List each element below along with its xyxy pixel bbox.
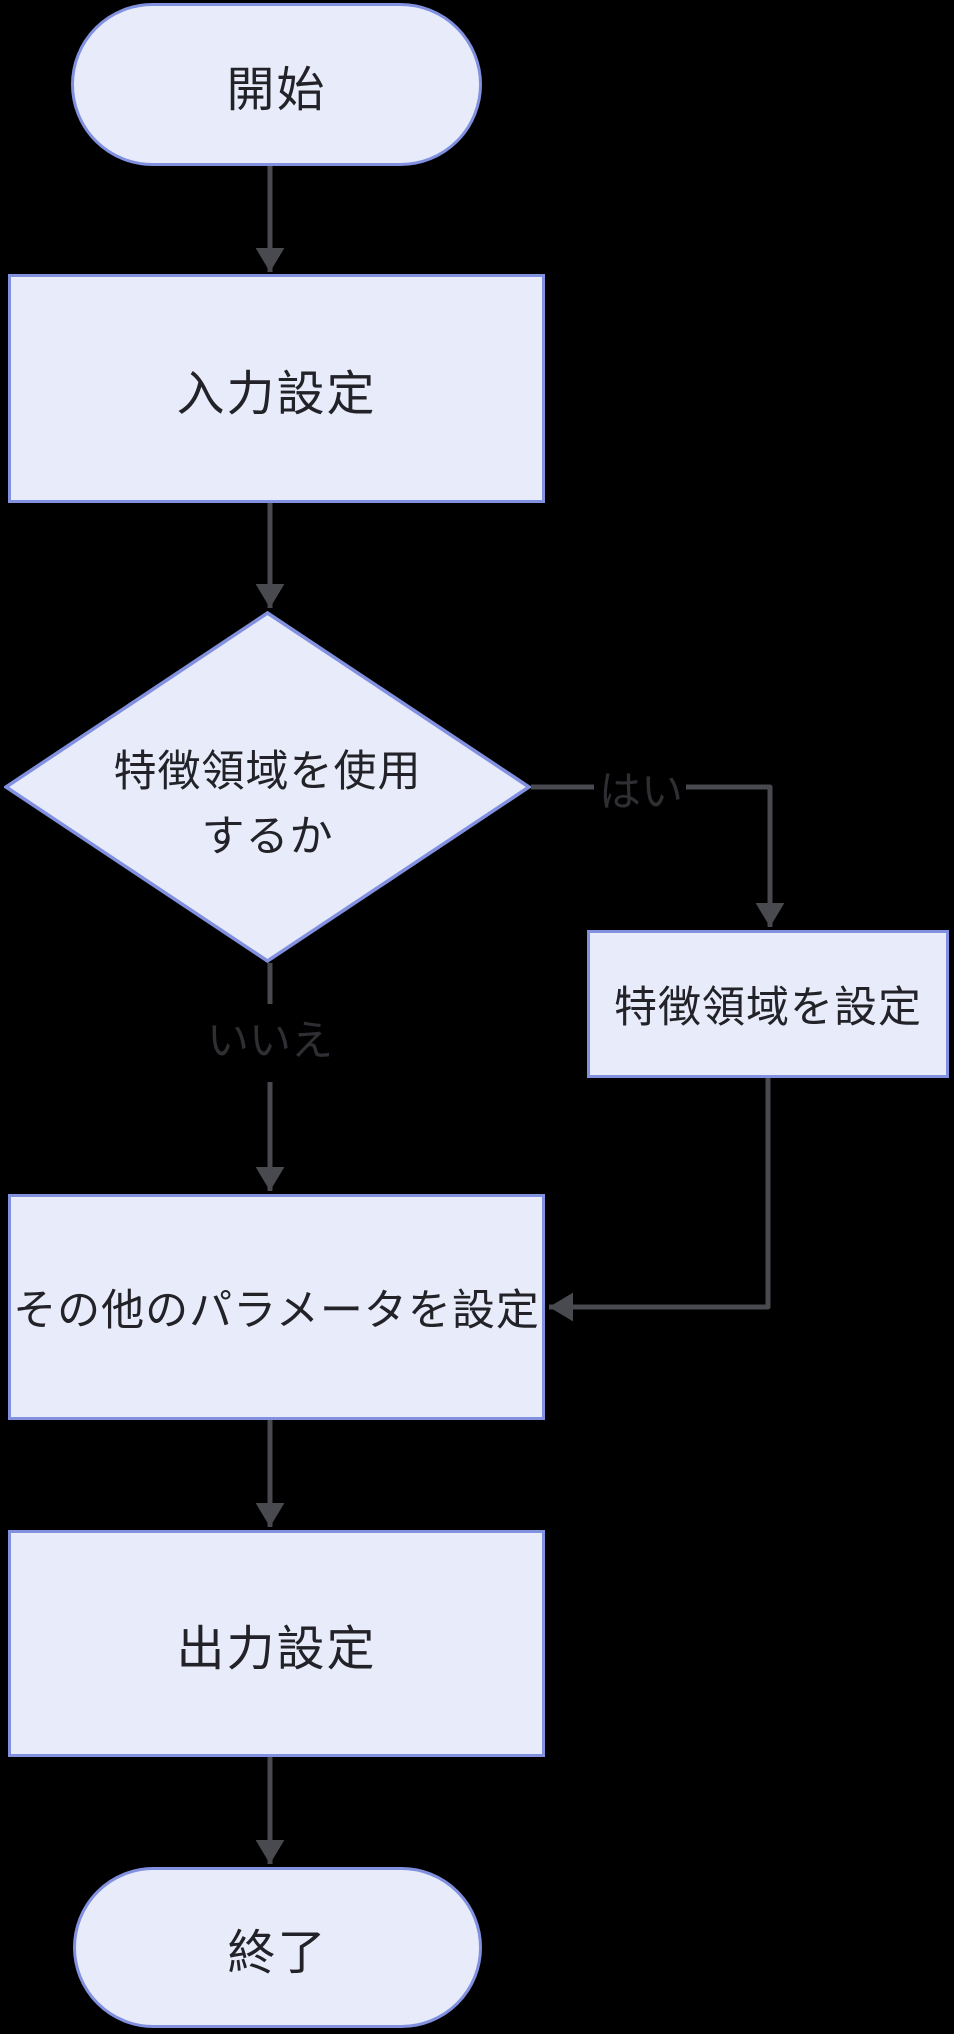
edge-label-no-text: いいえ <box>206 1016 333 1064</box>
edge-feature-to-params <box>549 1078 771 1322</box>
end-node-label: 終了 <box>227 1926 328 1980</box>
edge-decision-to-feature-seg2 <box>686 784 785 927</box>
end-node: 終了 <box>73 1867 482 2028</box>
decision-label-line1: 特徴領域を使用 <box>113 748 422 796</box>
set-feature-region-node: 特徴領域を設定 <box>587 930 949 1078</box>
start-node-label: 開始 <box>226 63 327 117</box>
decision-diamond-shape <box>4 611 531 963</box>
output-settings-node: 出力設定 <box>8 1530 545 1757</box>
set-other-parameters-node: その他のパラメータを設定 <box>8 1194 545 1420</box>
start-node: 開始 <box>71 3 482 166</box>
edge-label-yes: はい <box>595 760 687 816</box>
decision-node: 特徴領域を使用 するか <box>4 611 531 963</box>
input-settings-node-label: 入力設定 <box>176 367 377 421</box>
set-feature-region-node-label: 特徴領域を設定 <box>614 984 922 1032</box>
set-other-parameters-node-label: その他のパラメータを設定 <box>13 1287 540 1335</box>
input-settings-node: 入力設定 <box>8 274 545 503</box>
output-settings-node-label: 出力設定 <box>176 1622 377 1676</box>
edge-label-yes-text: はい <box>598 767 683 815</box>
decision-label-line2: するか <box>201 813 334 861</box>
edge-label-no: いいえ <box>204 1008 336 1066</box>
decision-node-label: 特徴領域を使用 するか <box>4 629 531 981</box>
